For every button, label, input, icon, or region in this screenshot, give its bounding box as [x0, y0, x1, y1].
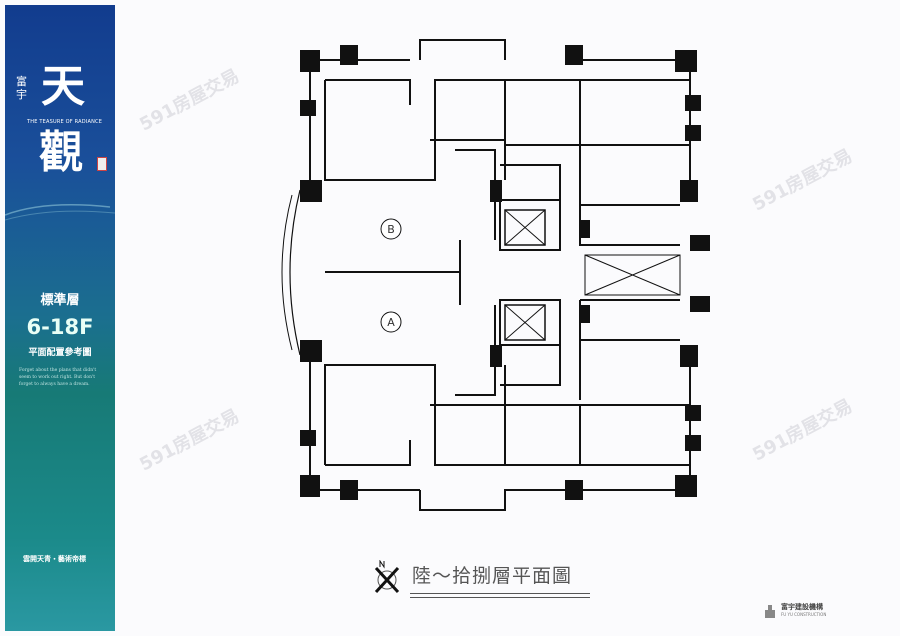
unit-b-label: B: [387, 223, 395, 236]
developer-name-en: FU YU CONSTRUCTION: [781, 612, 827, 617]
floor-range: 6-18F: [26, 315, 94, 339]
unit-b-marker: [380, 218, 402, 240]
watermark: 591房屋交易: [749, 395, 856, 466]
developer-name: 富宇建設機構: [781, 603, 823, 611]
brand-tagline: THE TEASURE OF RADIANCE: [27, 119, 103, 125]
plan-label: 平面配置參考圖: [28, 348, 92, 358]
wave-decoration: [5, 204, 115, 221]
seal-icon: [97, 157, 107, 171]
unit-a-marker: [380, 311, 402, 333]
title-underline: [410, 593, 590, 598]
plan-title: 陸～拾捌層平面圖: [412, 565, 573, 587]
brand-sidebar: 富宇 天 THE TEASURE OF RADIANCE 觀 標準層 6-18F…: [5, 5, 115, 631]
quote-text: Forget about the plans that didn't seem …: [19, 368, 97, 387]
slogan: 雲開天青・藝術帝標: [23, 555, 86, 563]
watermark: 591房屋交易: [136, 405, 243, 476]
floor-plan: B A: [281, 39, 710, 511]
brand-title-char-1: 天: [41, 61, 85, 112]
brand-title-char-2: 觀: [39, 127, 83, 178]
building-icon: [765, 604, 775, 618]
brand-small-text: 富宇: [16, 75, 27, 101]
compass-icon: [374, 560, 400, 594]
watermark: 591房屋交易: [136, 65, 243, 136]
watermark: 591房屋交易: [749, 145, 856, 216]
developer-logo: 富宇建設機構 FU YU CONSTRUCTION: [763, 603, 826, 618]
unit-a-label: A: [387, 316, 395, 329]
floor-type: 標準層: [40, 293, 80, 308]
